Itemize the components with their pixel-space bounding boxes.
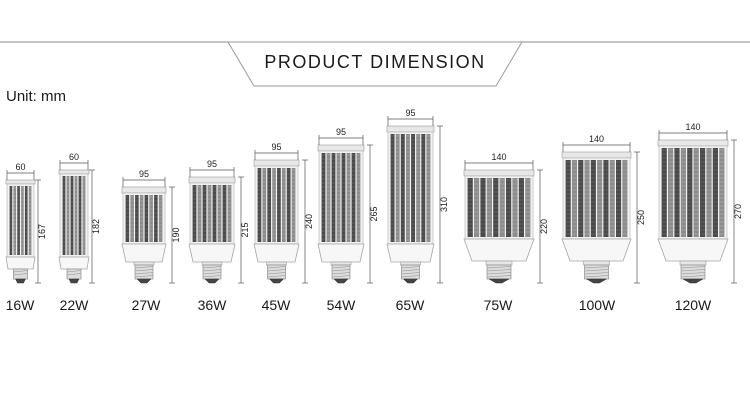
watt-label-100w: 100W [578,297,616,313]
title-banner [0,41,750,87]
watt-label-27w: 27W [131,297,161,313]
width-label-120w: 140 [685,122,700,132]
height-label-54w: 265 [369,206,379,221]
height-label-16w: 167 [37,224,47,239]
watt-label-75w: 75W [483,297,513,313]
bulb-16w: 60 167 [5,162,47,284]
watt-label-16w: 16W [5,297,35,313]
unit-label: Unit: mm [6,88,66,105]
bulb-65w: 95 310 [386,108,449,284]
width-label-27w: 95 [139,169,149,179]
height-label-45w: 240 [304,214,314,229]
page-title: PRODUCT DIMENSION [264,52,486,72]
bulb-45w: 95 240 [253,142,314,284]
bulb-100w: 140 250 [561,134,646,284]
height-label-65w: 310 [439,197,449,212]
width-label-16w: 60 [15,162,25,172]
watt-label-54w: 54W [326,297,356,313]
bulb-lineup: 60 167 60 182 95 190 95 215 95 240 95 265 95 310 140 22… [5,108,743,284]
watt-label-120w: 120W [674,297,712,313]
width-label-100w: 140 [589,134,604,144]
width-label-54w: 95 [336,127,346,137]
watt-label-65w: 65W [395,297,425,313]
watt-label-36w: 36W [197,297,227,313]
watt-label-22w: 22W [59,297,89,313]
height-label-75w: 220 [539,219,549,234]
bulb-22w: 60 182 [58,152,101,284]
bulb-27w: 95 190 [121,169,181,284]
width-label-75w: 140 [491,152,506,162]
watt-label-45w: 45W [261,297,291,313]
width-label-22w: 60 [69,152,79,162]
height-label-36w: 215 [240,222,250,237]
height-label-100w: 250 [636,210,646,225]
width-label-36w: 95 [207,159,217,169]
height-label-27w: 190 [171,227,181,242]
height-label-22w: 182 [91,219,101,234]
width-label-65w: 95 [405,108,415,118]
bulb-75w: 140 220 [463,152,549,284]
bulb-120w: 140 270 [657,122,743,284]
bulb-36w: 95 215 [188,159,250,284]
height-label-120w: 270 [733,204,743,219]
width-label-45w: 95 [271,142,281,152]
bulb-54w: 95 265 [317,127,379,284]
